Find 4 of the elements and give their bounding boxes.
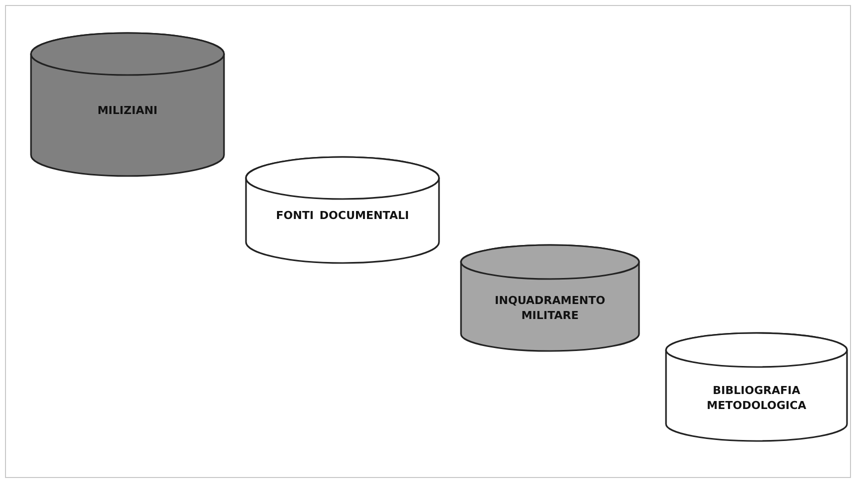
cylinder-label: FONTI DOCUMENTALI: [275, 209, 410, 224]
cylinder-label: BIBLIOGRAFIA METODOLOGICA: [706, 384, 808, 414]
cylinder-label: INQUADRAMENTO MILITARE: [494, 294, 606, 324]
cylinder-label: MILIZIANI: [96, 104, 159, 119]
